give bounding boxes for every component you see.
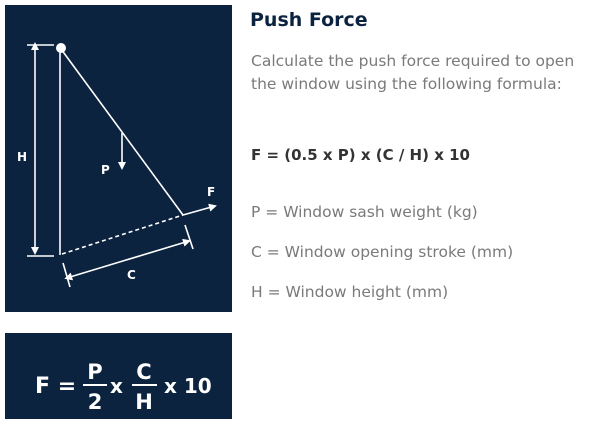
formula-frac2-denominator: H <box>135 390 153 414</box>
variable-c: C = Window opening stroke (mm) <box>251 243 514 261</box>
formula-lhs: F = <box>35 374 76 399</box>
formula-box <box>5 333 232 419</box>
pivot-hinge-icon <box>56 43 66 53</box>
label-p: P <box>101 163 110 177</box>
formula-frac1-numerator: P <box>87 360 102 384</box>
formula-times-10: x 10 <box>164 374 212 398</box>
formula-frac1-denominator: 2 <box>88 390 103 414</box>
c-dimension-tick-right <box>184 224 194 250</box>
label-c: C <box>127 268 136 282</box>
variable-h: H = Window height (mm) <box>251 283 449 301</box>
label-f: F <box>207 185 215 199</box>
formula-times-1: x <box>110 374 123 398</box>
window-sash-line <box>60 48 184 216</box>
page-title: Push Force <box>250 9 368 31</box>
formula-frac2-numerator: C <box>136 360 151 384</box>
label-h: H <box>17 150 27 164</box>
text-formula: F = (0.5 x P) x (C / H) x 10 <box>251 146 470 164</box>
force-f-arrow <box>182 203 217 216</box>
c-dimension-line <box>64 238 191 281</box>
variable-p: P = Window sash weight (kg) <box>251 203 478 221</box>
c-dimension-tick-left <box>62 262 71 288</box>
description: Calculate the push force required to ope… <box>251 52 575 93</box>
